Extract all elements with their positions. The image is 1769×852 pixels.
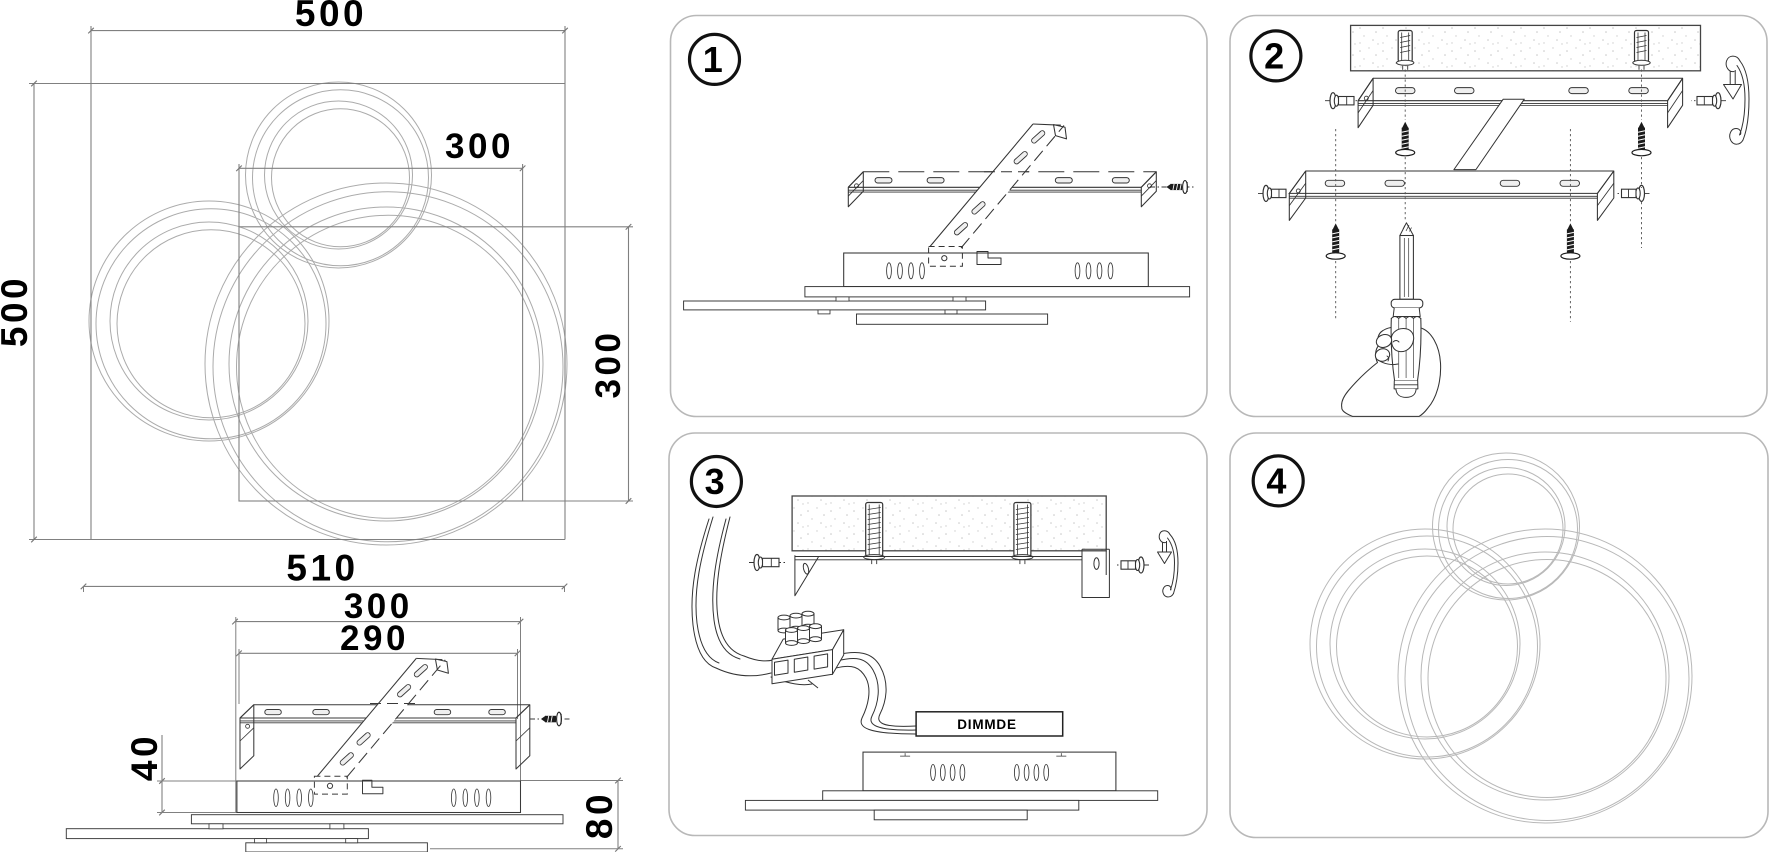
svg-text:500: 500 bbox=[295, 0, 367, 34]
svg-text:3: 3 bbox=[705, 461, 729, 502]
svg-text:300: 300 bbox=[344, 587, 413, 626]
svg-text:4: 4 bbox=[1266, 460, 1290, 501]
svg-text:300: 300 bbox=[589, 330, 628, 399]
svg-text:500: 500 bbox=[0, 275, 35, 347]
svg-text:80: 80 bbox=[579, 791, 620, 839]
svg-text:1: 1 bbox=[703, 39, 727, 80]
svg-text:510: 510 bbox=[286, 548, 358, 589]
svg-text:40: 40 bbox=[124, 733, 165, 781]
svg-text:2: 2 bbox=[1264, 35, 1288, 76]
svg-text:DIMMDE: DIMMDE bbox=[957, 717, 1017, 732]
svg-text:300: 300 bbox=[445, 127, 514, 166]
svg-text:290: 290 bbox=[340, 619, 409, 658]
